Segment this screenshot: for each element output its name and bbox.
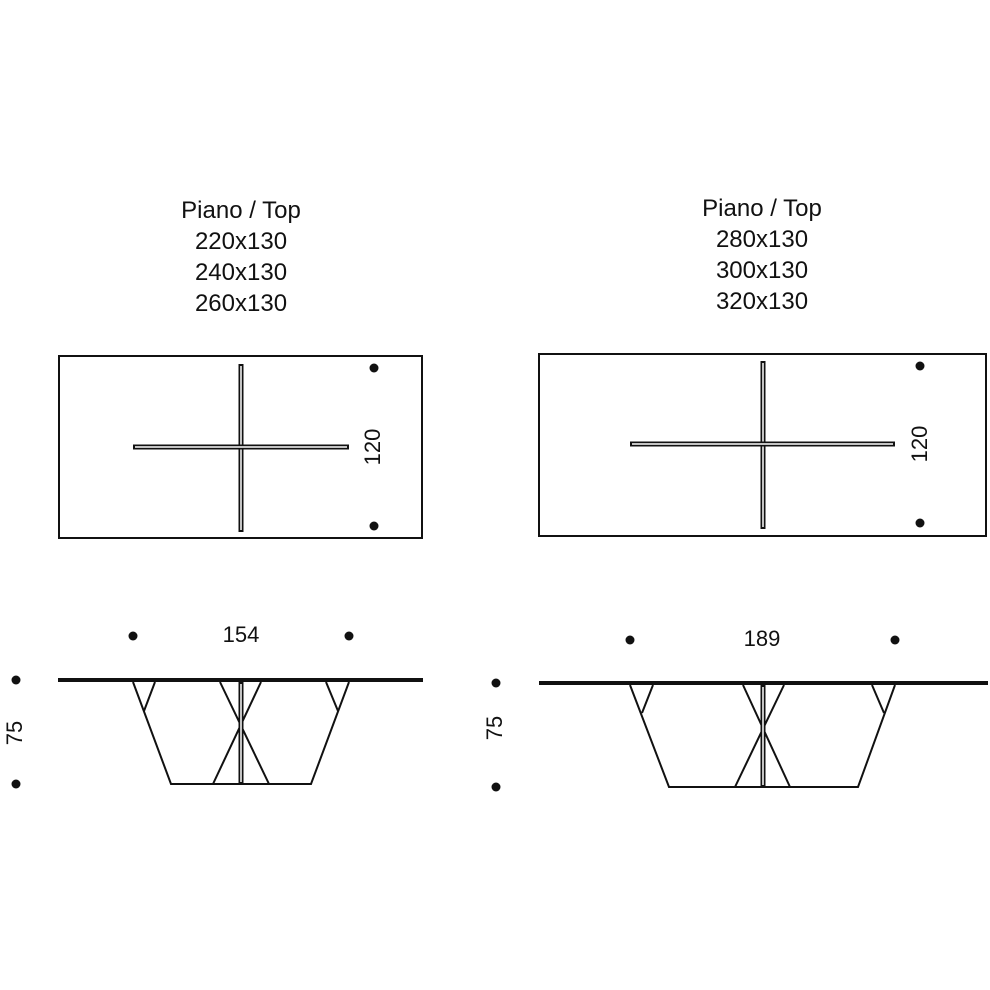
dimension-dot: [491, 678, 501, 688]
top-view: 120: [538, 353, 987, 537]
leg-span-label: 154: [223, 622, 260, 647]
dimension-dot: [11, 675, 21, 685]
title-label: Piano / Top: [181, 197, 301, 224]
size-label: 260x130: [195, 290, 287, 317]
size-label: 280x130: [716, 226, 808, 253]
dimension-dot: [11, 779, 21, 789]
leg-span-label: 189: [744, 626, 781, 651]
dimension-dot: [915, 361, 925, 371]
height-label: 75: [2, 721, 27, 745]
dimension-dot: [625, 635, 635, 645]
dimension-dot: [369, 521, 379, 531]
tabletop-outline: [538, 353, 987, 537]
depth-label: 120: [907, 426, 932, 463]
size-label: 220x130: [195, 228, 287, 255]
side-view: 154 75: [2, 622, 423, 789]
top-view: 120: [58, 355, 423, 539]
size-label: 240x130: [195, 259, 287, 286]
size-label: 300x130: [716, 257, 808, 284]
title-label: Piano / Top: [702, 195, 822, 222]
table-small-group: Piano / Top 220x130 240x130 260x130 120 …: [2, 197, 423, 789]
dimension-dot: [915, 518, 925, 528]
dimension-dot: [344, 631, 354, 641]
dimension-dot: [128, 631, 138, 641]
dimension-dot: [890, 635, 900, 645]
table-large-group: Piano / Top 280x130 300x130 320x130 120 …: [482, 195, 988, 792]
dimension-dot: [369, 363, 379, 373]
depth-label: 120: [360, 429, 385, 466]
tabletop-outline: [58, 355, 423, 539]
size-label: 320x130: [716, 288, 808, 315]
height-label: 75: [482, 716, 507, 740]
dimension-dot: [491, 782, 501, 792]
side-view: 189 75: [482, 626, 988, 792]
